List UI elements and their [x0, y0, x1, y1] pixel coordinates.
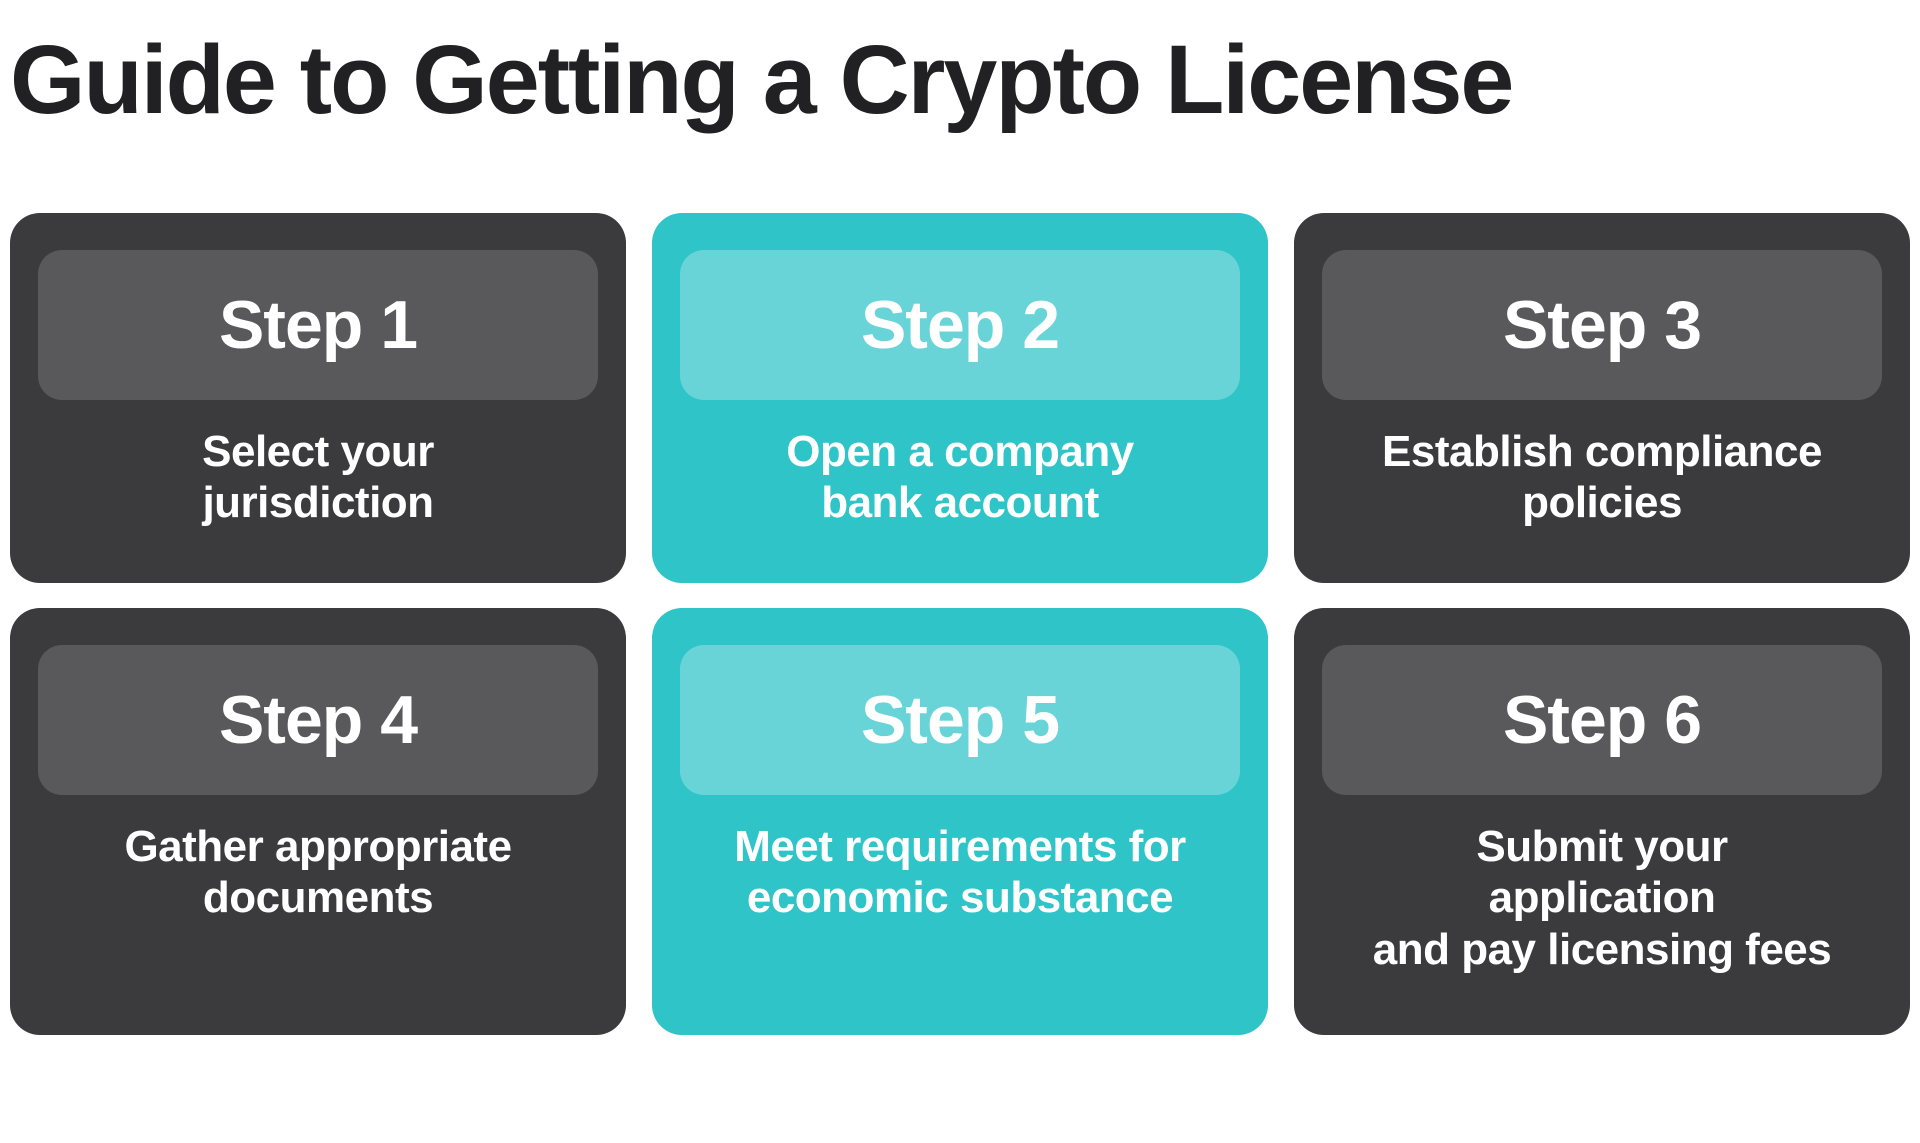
- step-1-label: Step 1: [218, 286, 418, 363]
- step-6-header-pill: Step 6: [1322, 644, 1882, 795]
- step-1-description: Select your jurisdiction: [202, 426, 434, 528]
- step-1-header-pill: Step 1: [38, 249, 598, 400]
- step-card-3: Step 3 Establish compliance policies: [1294, 212, 1910, 583]
- step-card-2: Step 2 Open a company bank account: [652, 212, 1268, 583]
- step-card-4: Step 4 Gather appropriate documents: [10, 607, 626, 1035]
- step-2-label: Step 2: [860, 286, 1060, 363]
- step-4-header-pill: Step 4: [38, 644, 598, 795]
- steps-grid: Step 1 Select your jurisdiction Step 2 O…: [10, 212, 1910, 1035]
- step-6-description: Submit your application and pay licensin…: [1372, 821, 1832, 974]
- step-4-description: Gather appropriate documents: [124, 821, 512, 923]
- step-3-header-pill: Step 3: [1322, 249, 1882, 400]
- step-card-6: Step 6 Submit your application and pay l…: [1294, 607, 1910, 1035]
- step-5-header-pill: Step 5: [680, 644, 1240, 795]
- step-3-description: Establish compliance policies: [1382, 426, 1822, 528]
- step-5-description: Meet requirements for economic substance: [734, 821, 1186, 923]
- step-3-label: Step 3: [1502, 286, 1702, 363]
- step-card-1: Step 1 Select your jurisdiction: [10, 212, 626, 583]
- step-5-label: Step 5: [860, 681, 1060, 758]
- step-card-5: Step 5 Meet requirements for economic su…: [652, 607, 1268, 1035]
- page-title: Guide to Getting a Crypto License: [10, 25, 1514, 134]
- step-2-description: Open a company bank account: [786, 426, 1134, 528]
- step-6-label: Step 6: [1502, 681, 1702, 758]
- step-2-header-pill: Step 2: [680, 249, 1240, 400]
- step-4-label: Step 4: [218, 681, 418, 758]
